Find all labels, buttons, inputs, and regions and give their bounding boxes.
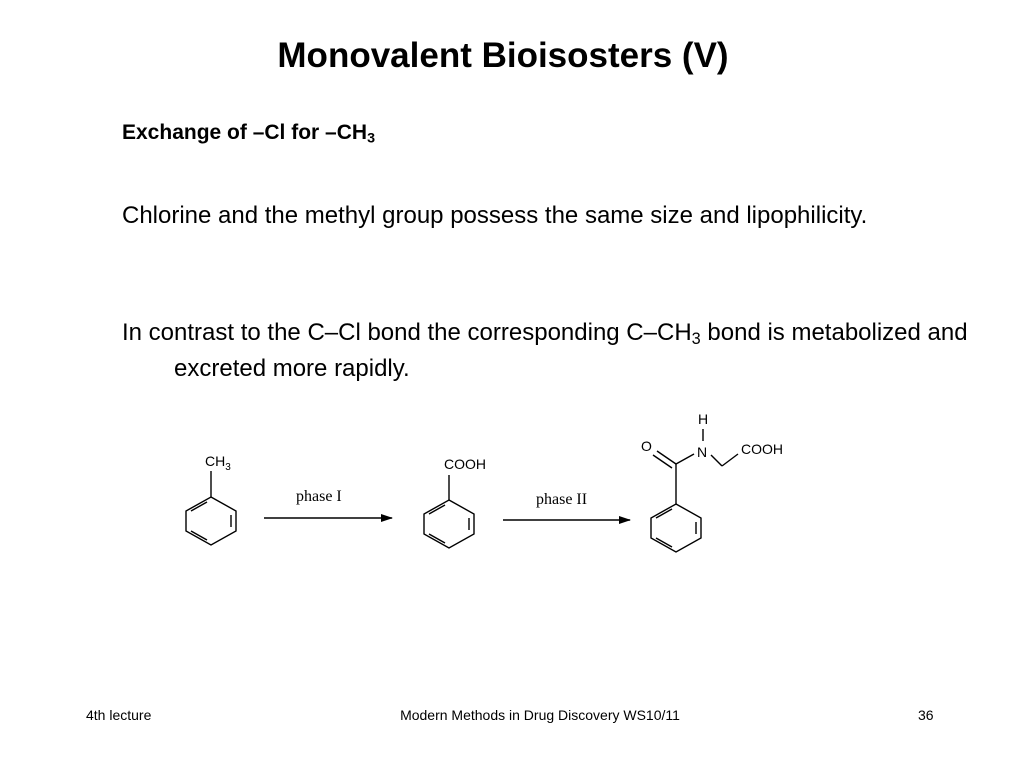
benzoic-acid-carboxyl-label: COOH [444, 456, 486, 472]
metabolism-text-before: In contrast to the C–Cl bond the corresp… [122, 319, 692, 346]
footer-course-title: Modern Methods in Drug Discovery WS10/11 [400, 707, 680, 723]
benzoic-acid-double-bond [428, 533, 446, 544]
metabolism-subscript: 3 [691, 330, 701, 349]
toluene-double-bond [190, 501, 208, 512]
hippuric-acid-structure [650, 429, 739, 553]
hippuric-acid-methylene-bond [710, 454, 723, 467]
toluene-double-bond [190, 530, 208, 541]
paragraph-size-lipophilicity: Chlorine and the methyl group possess th… [122, 202, 868, 229]
hippuric-acid-oxygen-label: O [641, 438, 652, 454]
hippuric-acid-double-bond [655, 508, 673, 519]
toluene-methyl-label: CH3 [205, 453, 231, 473]
arrow-phase-1-label: phase I [296, 488, 342, 505]
benzoic-acid-double-bond [428, 504, 446, 515]
benzoic-acid-structure [423, 475, 475, 549]
toluene-ring [185, 496, 237, 546]
metabolism-text-after: bond is metabolized and excreted more ra… [174, 319, 968, 382]
benzoic-acid-ring [423, 499, 475, 549]
hippuric-acid-carbonyl-bond [656, 450, 677, 465]
heading-subscript: 3 [367, 130, 375, 147]
paragraph-metabolism: In contrast to the C–Cl bond the corresp… [122, 315, 974, 387]
section-heading: Exchange of –Cl for –CH3 [122, 118, 922, 148]
heading-text: Exchange of –Cl for –CH [122, 121, 368, 144]
toluene-structure [185, 471, 237, 546]
arrow-phase-2-label: phase II [536, 491, 587, 508]
hippuric-acid-double-bond [655, 537, 673, 548]
slide-title: Monovalent Bioisosters (V) [277, 36, 729, 75]
footer-lecture: 4th lecture [86, 707, 152, 723]
hippuric-acid-carboxyl-label: COOH [741, 441, 783, 457]
hippuric-acid-methylene-bond [721, 453, 739, 467]
metabolism-reaction-scheme: CH3 phase I COOH phase II O H N COOH [185, 411, 783, 553]
hippuric-acid-amide-bond [675, 453, 695, 465]
hippuric-acid-nitrogen-label: N [697, 444, 707, 460]
footer-page-number: 36 [918, 707, 934, 723]
hippuric-acid-hydrogen-label: H [698, 411, 708, 427]
hippuric-acid-carbonyl-bond [652, 454, 673, 469]
hippuric-acid-ring [650, 503, 702, 553]
